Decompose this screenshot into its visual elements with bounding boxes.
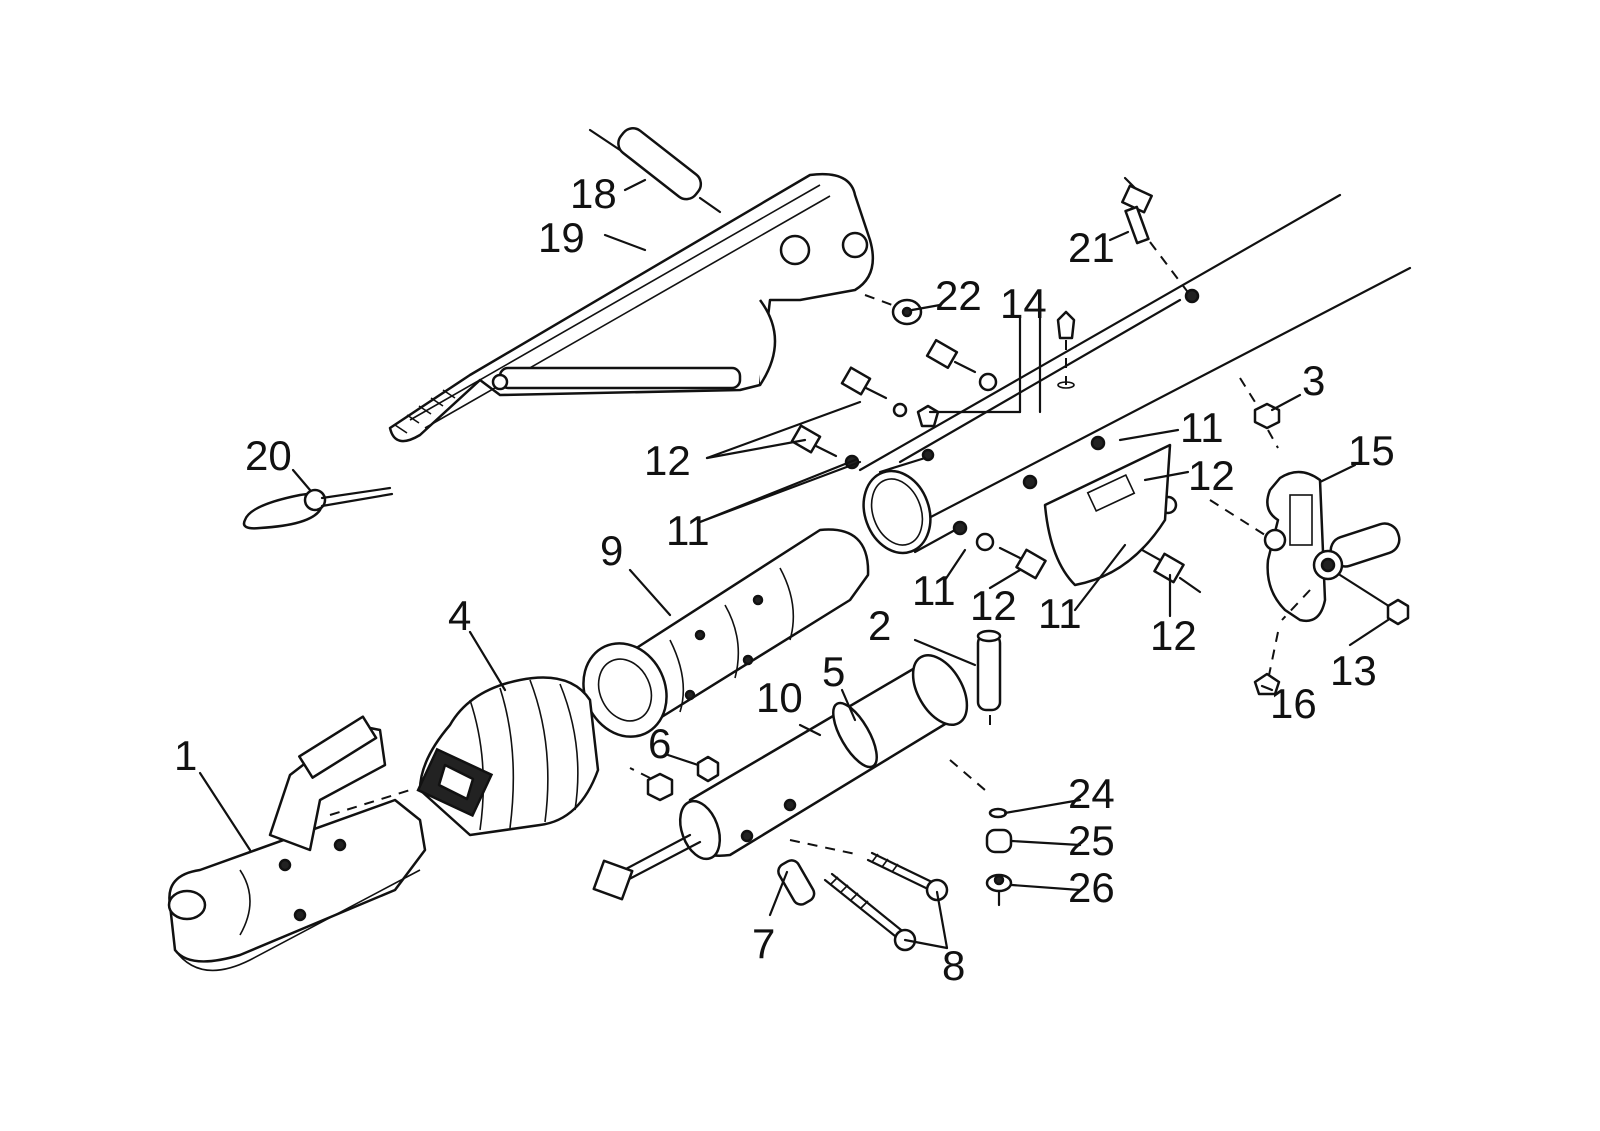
label-part-11-lower: 11 [1038,590,1082,637]
tube-sleeve [862,456,957,555]
buffer-stack [949,759,1013,907]
label-part-12-upper: 12 [644,437,691,484]
label-part-12-lower: 12 [1150,612,1197,659]
label-part-14: 14 [1000,280,1047,327]
label-part-20: 20 [245,432,292,479]
label-part-2: 2 [868,602,891,649]
label-part-25: 25 [1068,817,1115,864]
label-part-1: 1 [174,732,197,779]
brake-cable-end [588,127,722,214]
label-part-24: 24 [1068,770,1115,817]
label-part-12-center: 12 [970,582,1017,629]
brake-rod-bracket [1043,443,1172,587]
label-part-12-right: 12 [1188,452,1235,499]
handbrake-lever [388,172,875,443]
label-part-6: 6 [648,720,671,767]
washer-22 [864,294,923,326]
label-part-22: 22 [935,272,982,319]
nut-3 [1239,377,1281,449]
label-part-10: 10 [756,674,803,721]
leader-lines [198,178,1390,950]
nut-6 [629,755,720,802]
label-part-18: 18 [570,170,617,217]
label-part-15: 15 [1348,427,1395,474]
label-part-8: 8 [942,942,965,989]
shock-pin-2 [976,629,1002,730]
label-part-3: 3 [1302,357,1325,404]
brake-lever-15 [1209,470,1327,623]
pivot-pin-13 [1281,522,1410,626]
top-bolt [1121,176,1200,304]
label-part-16: 16 [1270,680,1317,727]
label-part-7: 7 [752,920,775,967]
part-number-labels: 1 2 3 4 5 6 7 8 9 10 11 11 11 11 12 12 1… [174,170,1395,989]
inner-tube-10 [592,654,969,901]
label-part-9: 9 [600,527,623,574]
label-part-13: 13 [1330,647,1377,694]
damper-9 [582,528,870,738]
label-part-11-right: 11 [1180,404,1224,451]
bolts-7-8 [777,839,949,952]
coupling-head-1 [167,715,427,972]
label-part-21: 21 [1068,224,1115,271]
label-part-11-center: 11 [912,567,956,614]
label-part-19: 19 [538,214,585,261]
label-part-11-upper: 11 [666,507,710,554]
nut-16 [1253,631,1281,696]
bellows-4 [416,676,600,837]
label-part-26: 26 [1068,864,1115,911]
upper-bolts [790,338,998,470]
label-part-4: 4 [448,592,471,639]
label-part-5: 5 [822,648,845,695]
breakaway-cable-clip [242,486,394,530]
